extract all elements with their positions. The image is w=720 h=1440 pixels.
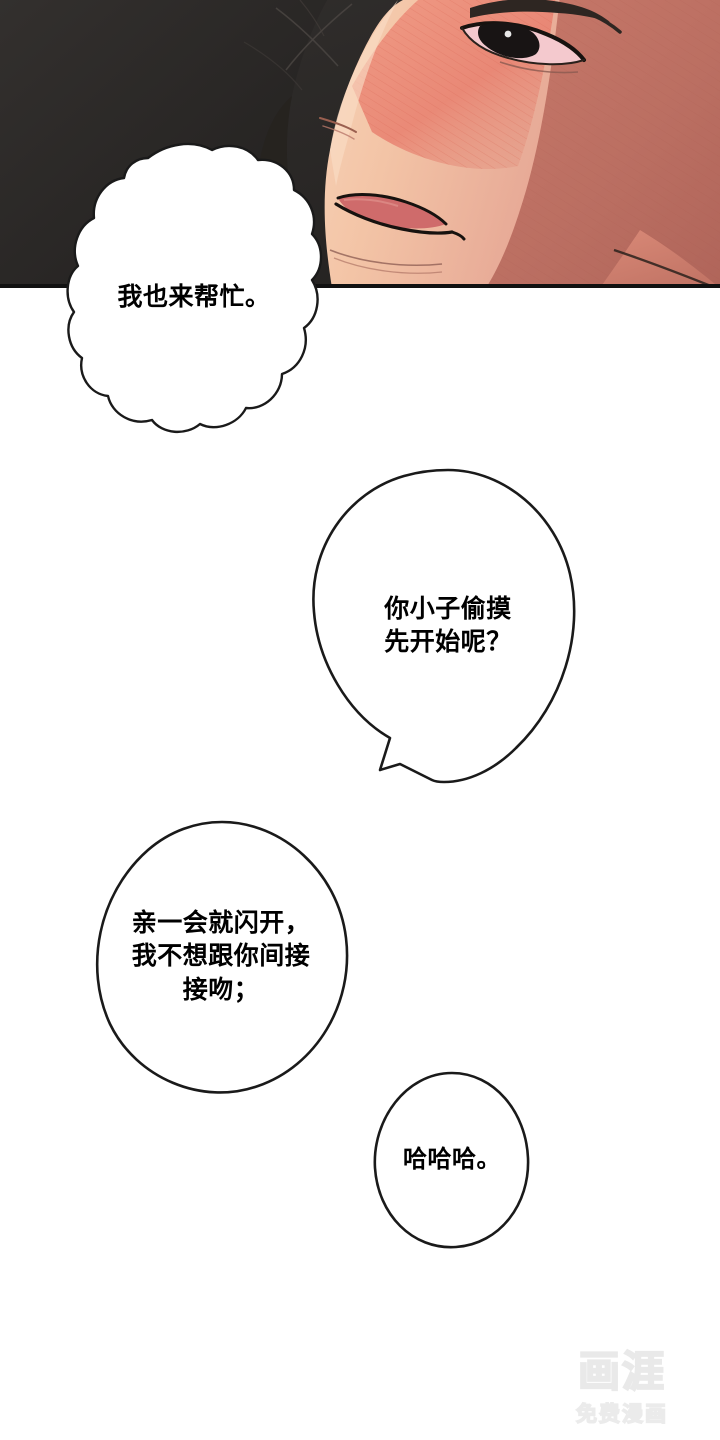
speech-bubble-3: 亲一会就闪开， 我不想跟你间接 接吻； <box>90 818 352 1096</box>
watermark-logo: 画涯 <box>577 1348 666 1395</box>
speech-bubble-4: 哈哈哈。 <box>372 1070 532 1250</box>
watermark-subtitle: 免费漫画 <box>575 1402 668 1426</box>
watermark: 画涯 免费漫画 <box>542 1348 702 1428</box>
panel-bottom-border <box>0 284 720 288</box>
speech-bubble-2: 你小子偷摸 先开始呢？ <box>308 466 588 786</box>
comic-panel-face <box>0 0 720 288</box>
speech-bubble-1: 我也来帮忙。 <box>62 142 326 438</box>
